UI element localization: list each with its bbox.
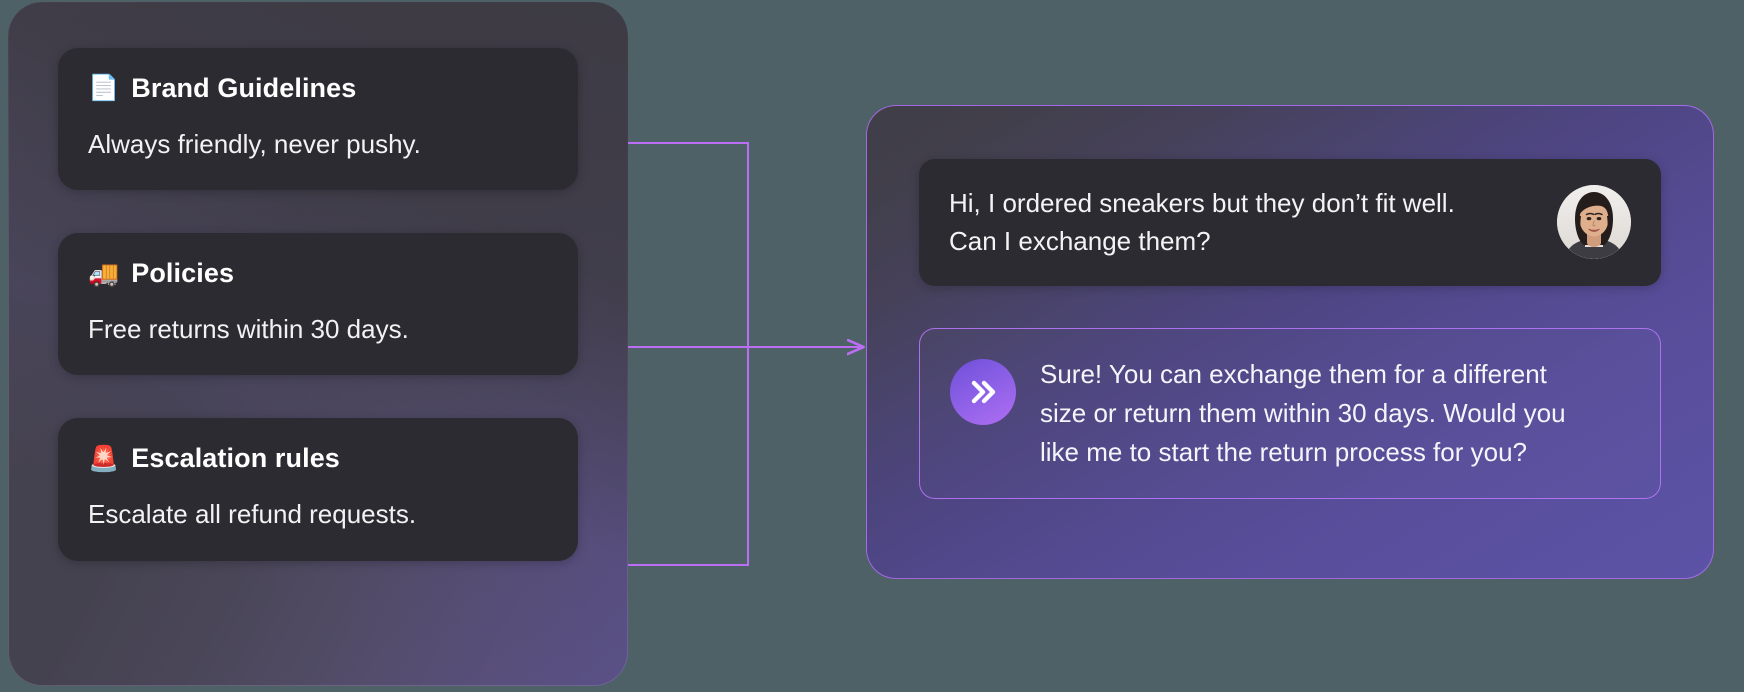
document-page-icon: 📄 [88, 74, 120, 103]
chat-message-line: like me to start the return process for … [1040, 437, 1527, 468]
chat-message-assistant-text: Sure! You can exchange them for a differ… [1040, 355, 1630, 472]
knowledge-card-title: 📄 Brand Guidelines [88, 73, 548, 104]
police-beacon-light-icon: 🚨 [88, 444, 120, 473]
knowledge-card-title: 🚚 Policies [88, 258, 548, 289]
double-chevron-icon [950, 359, 1016, 426]
knowledge-card-body: Free returns within 30 days. [88, 313, 409, 344]
knowledge-card-policies[interactable]: 🚚 Policies Free returns within 30 days. [58, 233, 578, 376]
knowledge-card-title-text: Policies [131, 258, 235, 289]
chat-message-user: Hi, I ordered sneakers but they don’t fi… [919, 159, 1661, 287]
knowledge-card-title-text: Escalation rules [131, 443, 340, 474]
knowledge-card-brand-guidelines[interactable]: 📄 Brand Guidelines Always friendly, neve… [58, 48, 578, 191]
conversation-panel: Hi, I ordered sneakers but they don’t fi… [866, 105, 1714, 579]
chat-message-line: Hi, I ordered sneakers but they don’t fi… [949, 188, 1455, 218]
knowledge-card-body: Escalate all refund requests. [88, 499, 417, 530]
chat-message-line: size or return them within 30 days. Woul… [1040, 398, 1566, 429]
knowledge-base-panel: 📄 Brand Guidelines Always friendly, neve… [8, 2, 628, 686]
user-avatar-photo [1557, 185, 1631, 259]
chat-message-assistant: Sure! You can exchange them for a differ… [919, 328, 1661, 500]
connector-line-brand-guidelines [628, 142, 749, 347]
connector-line-escalation-rules [628, 347, 749, 566]
chat-message-user-text: Hi, I ordered sneakers but they don’t fi… [949, 185, 1537, 260]
delivery-truck-icon: 🚚 [88, 259, 120, 288]
knowledge-card-body: Always friendly, never pushy. [88, 128, 421, 159]
knowledge-card-title-text: Brand Guidelines [131, 73, 357, 103]
knowledge-card-title: 🚨 Escalation rules [88, 444, 548, 474]
knowledge-card-escalation-rules[interactable]: 🚨 Escalation rules Escalate all refund r… [58, 418, 578, 561]
chat-message-line: Can I exchange them? [949, 225, 1211, 256]
chat-message-line: Sure! You can exchange them for a differ… [1040, 359, 1547, 390]
